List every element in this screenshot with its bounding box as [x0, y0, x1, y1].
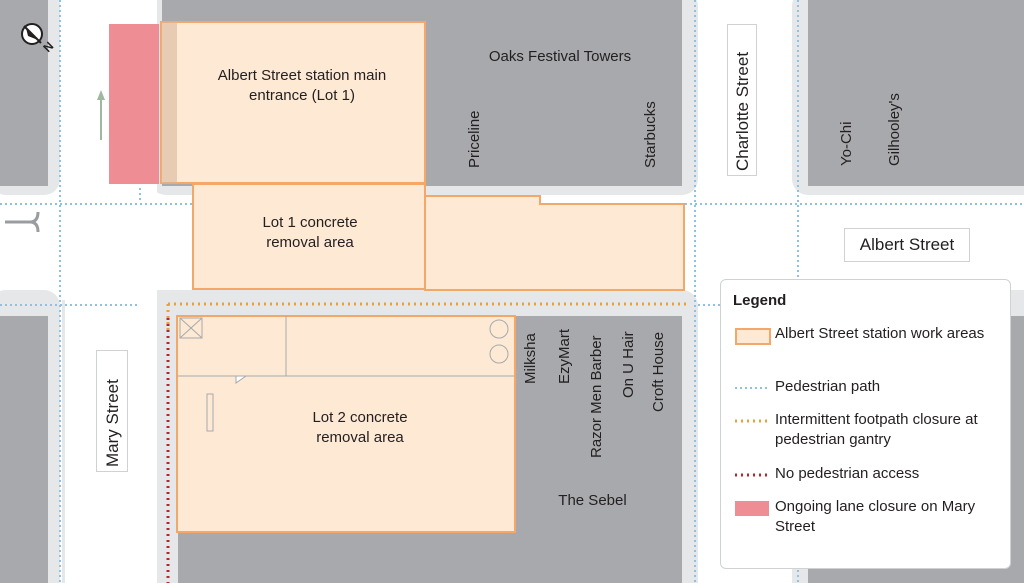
legend-label-lane-closure: Ongoing lane closure on Mary Street	[775, 498, 976, 535]
turn-arrow-curve	[29, 211, 40, 224]
legend-orange-dotted-line	[735, 419, 769, 423]
street-label-charlotte: Charlotte Street	[727, 24, 757, 176]
legend-item-no-pedestrian-access: No pedestrian access	[733, 464, 1003, 484]
legend-blue-dotted-line	[735, 387, 769, 389]
legend-item-lane-closure: Ongoing lane closure on Mary Street	[733, 497, 1003, 537]
legend-item-pedestrian-path: Pedestrian path	[733, 377, 1003, 397]
legend-label-no-pedestrian-access: No pedestrian access	[775, 465, 920, 482]
label-gilhooleys: Gilhooley's	[886, 93, 903, 166]
label-ezymart: EzyMart	[556, 328, 573, 384]
label-lot2-removal: Lot 2 concrete removal area	[312, 409, 408, 446]
work-area-entrance-shade	[161, 22, 177, 183]
label-starbucks: Starbucks	[642, 101, 659, 168]
street-label-albert: Albert Street	[844, 228, 970, 262]
legend-red-dotted-line	[735, 473, 769, 477]
label-razor-men-barber: Razor Men Barber	[588, 335, 605, 458]
lane-arrow-head	[97, 90, 105, 100]
label-milksha: Milksha	[522, 333, 539, 384]
legend-item-work-areas: Albert Street station work areas	[733, 324, 1003, 364]
legend-swatch-lane-closure	[735, 501, 769, 516]
north-arrow-icon	[21, 23, 43, 45]
lane-closure-mary-street	[109, 24, 159, 184]
label-main-entrance: Albert Street station main entrance (Lot…	[217, 67, 387, 104]
label-oaks-festival-towers: Oaks Festival Towers	[488, 48, 632, 65]
label-on-u-hair: On U Hair	[620, 331, 637, 398]
turn-arrow-curve2	[29, 220, 40, 233]
block-sw	[0, 316, 48, 583]
label-yo-chi: Yo-Chi	[838, 121, 855, 166]
legend-item-footpath-closure: Intermittent footpath closure at pedestr…	[733, 410, 1003, 450]
block-ne	[808, 0, 1024, 186]
legend-swatch-work-area	[735, 328, 771, 345]
work-area-lot2	[176, 315, 516, 533]
legend-label-work-areas: Albert Street station work areas	[775, 325, 985, 342]
label-lot1-removal: Lot 1 concrete removal area	[262, 214, 358, 251]
label-croft-house: Croft House	[650, 331, 667, 412]
street-label-mary: Mary Street	[96, 350, 128, 472]
street-label-charlotte-text: Charlotte Street	[733, 51, 752, 171]
label-priceline: Priceline	[466, 110, 483, 168]
label-the-sebel: The Sebel	[558, 492, 627, 509]
legend-label-footpath-closure: Intermittent footpath closure at pedestr…	[775, 411, 978, 448]
street-label-mary-text: Mary Street	[103, 379, 122, 467]
legend: Legend Albert Street station work areas …	[720, 279, 1011, 569]
mary-street-median	[62, 300, 65, 583]
legend-label-pedestrian-path: Pedestrian path	[775, 378, 881, 395]
legend-title: Legend	[733, 292, 787, 309]
